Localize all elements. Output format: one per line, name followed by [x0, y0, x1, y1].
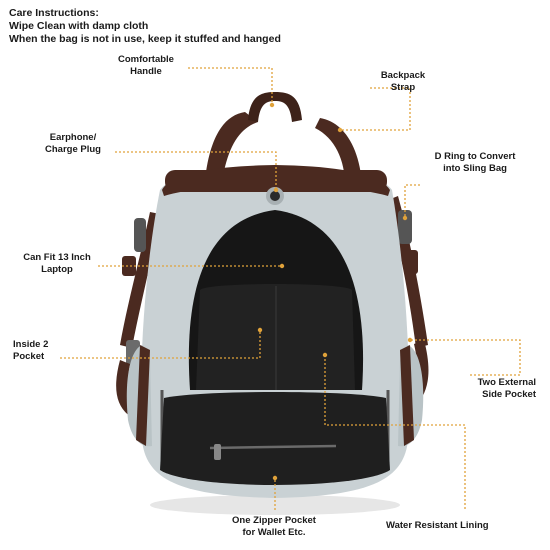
callout-lines	[60, 67, 521, 510]
front-flap	[160, 392, 390, 485]
zipper-pocket	[209, 444, 337, 450]
label-d-ring: D Ring to Convert into Sling Bag	[434, 151, 516, 174]
label-zipper-pocket: One Zipper Pocket for Wallet Etc.	[232, 515, 316, 538]
label-handle: Comfortable Handle	[118, 54, 174, 77]
label-external-pocket: Two External Side Pocket	[477, 377, 536, 400]
handle	[248, 92, 302, 122]
care-instructions: Care Instructions: Wipe Clean with damp …	[9, 7, 281, 46]
left-strap	[120, 212, 160, 348]
care-title: Care Instructions:	[9, 7, 99, 19]
label-inside-pocket: Inside 2 Pocket	[13, 339, 49, 362]
label-strap: Backpack Strap	[380, 70, 426, 93]
label-earphone: Earphone/ Charge Plug	[45, 132, 101, 155]
label-lining: Water Resistant Lining	[386, 520, 489, 531]
callout-dots	[257, 102, 413, 481]
care-line-1: Wipe Clean with damp cloth	[9, 20, 149, 32]
backpack-strap	[205, 112, 258, 182]
label-laptop: Can Fit 13 Inch Laptop	[23, 252, 91, 275]
care-line-2: When the bag is not in use, keep it stuf…	[9, 33, 281, 45]
d-ring	[398, 210, 412, 244]
